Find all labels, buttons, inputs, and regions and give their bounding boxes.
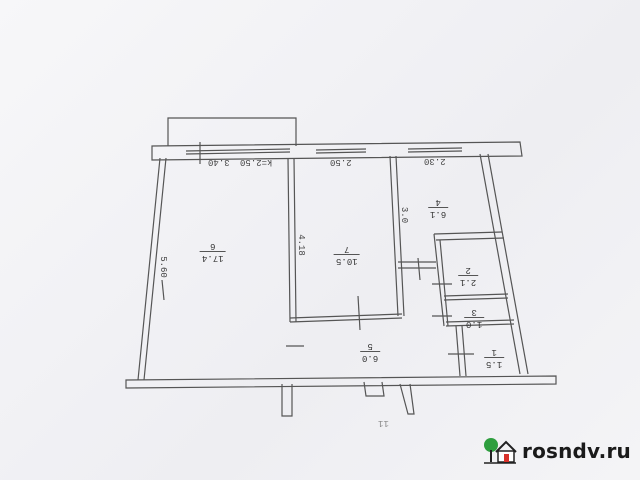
room-7: 10.5 7 (334, 243, 360, 266)
room-4-number: 4 (435, 197, 441, 207)
room-6: 17.4 6 (200, 240, 226, 263)
dim-room7-side: 4.18 (295, 234, 306, 256)
room-3-number: 3 (471, 307, 477, 317)
room-5-area: 6.0 (360, 351, 381, 363)
room-6-area: 17.4 (200, 251, 226, 263)
room-5-number: 5 (367, 341, 373, 351)
dim-room6-height: 5.60 (157, 256, 168, 278)
room-5: 6.0 5 (360, 340, 381, 363)
dim-top-3: 2.50 (330, 157, 352, 167)
site-watermark[interactable]: rosndv.ru (482, 436, 631, 466)
room-2-number: 2 (465, 265, 471, 275)
stair-mark: 11 (378, 418, 389, 428)
room-2: 2.1 2 (458, 264, 479, 287)
room-3-area: 1.0 (464, 317, 485, 329)
dim-top-4: 2.30 (424, 156, 446, 166)
house-tree-icon (484, 438, 517, 464)
room-4-area: 6.1 (428, 207, 449, 219)
room-1: 1.5 1 (484, 346, 505, 369)
dim-top-2: k=2.50 (240, 157, 273, 167)
room-1-area: 1.5 (484, 357, 505, 369)
watermark-text: rosndv.ru (522, 439, 631, 463)
dim-top-1: 3.40 (208, 157, 230, 167)
room-6-number: 6 (210, 241, 216, 251)
dim-room4-side: 3.0 (399, 206, 410, 224)
room-3: 1.0 3 (464, 306, 485, 329)
room-2-area: 2.1 (458, 275, 479, 287)
room-7-area: 10.5 (334, 254, 360, 266)
room-1-number: 1 (491, 347, 497, 357)
room-7-number: 7 (344, 244, 350, 254)
room-4: 6.1 4 (428, 196, 449, 219)
